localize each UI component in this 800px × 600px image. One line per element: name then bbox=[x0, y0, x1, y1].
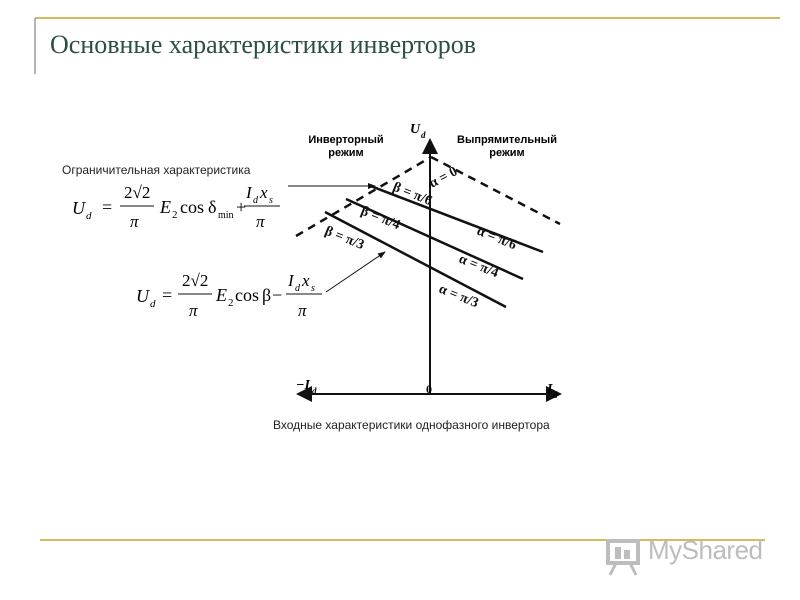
formula1-cos: cos bbox=[180, 197, 204, 217]
formula2-eq: = bbox=[162, 285, 172, 305]
formula2-den1: π bbox=[189, 301, 198, 320]
formula1-lhs: U bbox=[72, 198, 86, 218]
formula1-den1: π bbox=[130, 212, 139, 231]
region-rectifier-line1: Выпрямительный bbox=[457, 134, 557, 146]
formula1-num2a-sub: d bbox=[253, 195, 259, 206]
limit-line-left bbox=[295, 155, 432, 238]
logo-text: MyShared bbox=[648, 535, 763, 565]
region-inverter-line2: режим bbox=[328, 147, 363, 159]
origin-label: 0 bbox=[426, 382, 432, 396]
formula2-num1: 2√2 bbox=[182, 272, 208, 290]
alpha-0-label: α = 0 bbox=[427, 164, 460, 191]
formula2-lhs: U bbox=[136, 286, 150, 306]
slide-title: Основные характеристики инверторов bbox=[50, 30, 477, 59]
formula1-plus: + bbox=[236, 197, 246, 217]
formula2-minus: − bbox=[272, 285, 282, 305]
alpha-pi4-label: α = π/4 bbox=[457, 252, 501, 281]
x-axis-label-sub: d bbox=[553, 390, 558, 400]
x-axis-neg-label: −I bbox=[296, 378, 310, 393]
formula-limit: U d = 2√2 π E 2 cos δ min + I d x s π bbox=[72, 183, 280, 231]
region-rectifier-line2: режим bbox=[489, 147, 524, 159]
formula2-num2b-sub: s bbox=[311, 283, 315, 294]
formula1-e-sub: 2 bbox=[172, 209, 178, 221]
beta-pi3-label: β = π/3 bbox=[323, 224, 367, 253]
beta-pi4-label: β = π/4 bbox=[359, 204, 403, 233]
input-pointer-arrow bbox=[325, 251, 386, 293]
alpha-pi3-label: α = π/3 bbox=[437, 282, 481, 311]
formula2-num2a: I bbox=[287, 272, 295, 290]
formula1-lhs-sub: d bbox=[86, 210, 92, 222]
characteristic-line-1 bbox=[367, 183, 544, 254]
formula2-num2b: x bbox=[301, 272, 310, 290]
formula2-cos: cos bbox=[235, 285, 259, 305]
formula2-lhs-sub: d bbox=[150, 298, 156, 310]
formula1-delta: δ bbox=[208, 197, 216, 217]
region-inverter-line1: Инверторный bbox=[308, 134, 383, 146]
y-axis-label-sub: d bbox=[421, 130, 426, 140]
y-axis-label: U bbox=[410, 122, 421, 137]
x-axis-label: I bbox=[546, 382, 553, 397]
limit-characteristic-label: Ограничительная характеристика bbox=[62, 163, 251, 177]
alpha-pi6-label: α = π/6 bbox=[475, 224, 519, 253]
formula-input: U d = 2√2 π E 2 cos β − I d x s π bbox=[136, 272, 322, 320]
characteristic-line-3 bbox=[324, 210, 507, 309]
characteristic-line-2 bbox=[345, 197, 524, 281]
formula1-num2a: I bbox=[245, 183, 253, 202]
formula1-num2b: x bbox=[259, 183, 268, 202]
formula2-den2: π bbox=[298, 301, 307, 320]
formula1-e: E bbox=[159, 197, 171, 217]
formula2-e: E bbox=[215, 285, 227, 305]
formula2-e-sub: 2 bbox=[228, 297, 234, 309]
diagram-caption: Входные характеристики однофазного инвер… bbox=[273, 418, 550, 432]
beta-pi6-label: β = π/6 bbox=[391, 180, 435, 209]
formula1-num1: 2√2 bbox=[124, 183, 150, 202]
formula1-eq: = bbox=[102, 197, 112, 217]
presentation-icon bbox=[606, 539, 640, 576]
limit-line-right bbox=[430, 155, 561, 226]
x-axis-neg-label-sub: d bbox=[312, 386, 317, 396]
formula1-den2: π bbox=[256, 212, 265, 231]
formula2-num2a-sub: d bbox=[295, 283, 301, 294]
formula1-num2b-sub: s bbox=[269, 195, 273, 206]
formula1-delta-sub: min bbox=[218, 210, 234, 221]
formula2-beta: β bbox=[262, 285, 271, 305]
